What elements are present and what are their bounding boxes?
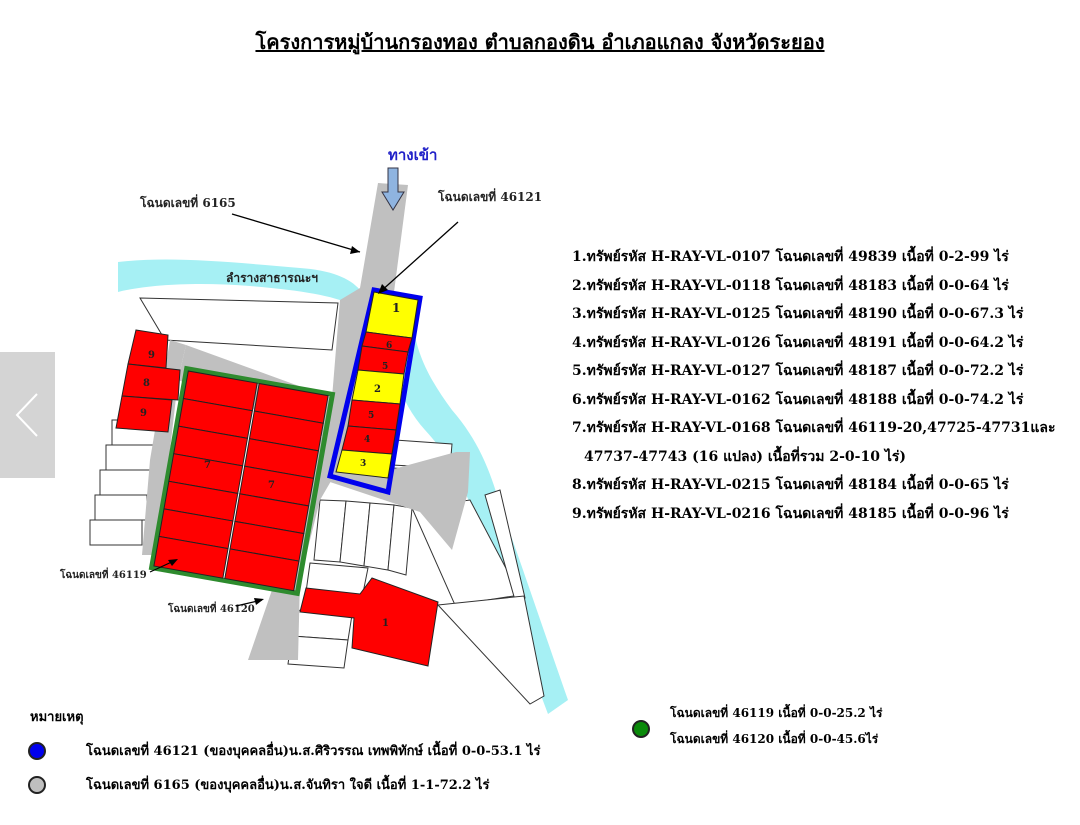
pointer-6165 — [231, 213, 361, 253]
deed-46119-label: โฉนดเลขที่ 46119 — [59, 567, 147, 581]
map-lot-45 — [299, 577, 439, 667]
deed-46120-label: โฉนดเลขที่ 46120 — [167, 601, 255, 615]
asset-item-8: 8.ทรัพย์รหัส H-RAY-VL-0215 โฉนดเลขที่ 48… — [572, 477, 1009, 493]
plot-label-1: 1 — [392, 301, 400, 315]
plot-7-block — [153, 370, 329, 592]
asset-item-5: 5.ทรัพย์รหัส H-RAY-VL-0127 โฉนดเลขที่ 48… — [572, 363, 1024, 379]
green-dot-icon — [632, 720, 650, 738]
left-red-plots — [115, 329, 181, 433]
legend-green-text-2: โฉนดเลขที่ 46120 เนื้อที่ 0-0-45.6ไร่ — [670, 732, 879, 746]
asset-item-2: 2.ทรัพย์รหัส H-RAY-VL-0118 โฉนดเลขที่ 48… — [572, 277, 1009, 294]
asset-item-7-continued: 47737-47743 (16 แปลง) เนื้อที่รวม 2-0-10… — [584, 448, 907, 465]
map-lot-4 — [94, 494, 148, 521]
plot-label-7a: 7 — [204, 460, 211, 471]
plot-label-6: 6 — [386, 341, 392, 351]
legend-gray-text: โฉนดเลขที่ 6165 (ของบุคคลอื่น)น.ส.จันทิร… — [86, 778, 490, 793]
chevron-left-icon — [15, 393, 38, 437]
blue-outline-46121 — [327, 287, 423, 496]
legend-green-text-1-row: โฉนดเลขที่ 46119 เนื้อที่ 0-0-25.2 ไร่ — [632, 704, 882, 723]
legend-green-text-1: โฉนดเลขที่ 46119 เนื้อที่ 0-0-25.2 ไร่ — [670, 706, 883, 720]
map-lot-38 — [365, 291, 419, 339]
plot-label-9b: 9 — [140, 408, 147, 419]
legend-title: หมายเหตุ — [30, 710, 84, 725]
map-lot-44 — [335, 449, 393, 479]
asset-item-9: 9.ทรัพย์รหัส H-RAY-VL-0216 โฉนดเลขที่ 48… — [572, 505, 1009, 522]
asset-list: 1.ทรัพย์รหัส H-RAY-VL-0107 โฉนดเลขที่ 49… — [572, 243, 1062, 528]
plot-label-5b: 5 — [368, 411, 374, 421]
deed-46121-label: โฉนดเลขที่ 46121 — [437, 188, 542, 204]
map-lot-16 — [484, 489, 526, 601]
green-outline-46119-46120 — [148, 365, 336, 597]
plot-label-1b: 1 — [382, 618, 389, 629]
entrance-arrow-icon — [381, 167, 405, 211]
plot-label-5: 5 — [382, 362, 388, 372]
legend-green-row — [632, 720, 668, 738]
bottom-red-plot — [299, 577, 439, 667]
pointer-6165-arrowhead-icon — [350, 246, 360, 254]
pointer-46121 — [379, 221, 459, 293]
deed-6165-label: โฉนดเลขที่ 6165 — [139, 194, 236, 210]
column-plots — [335, 291, 419, 479]
legend-blue-text: โฉนดเลขที่ 46121 (ของบุคคลอื่น)น.ส.ศิริว… — [86, 744, 541, 759]
plot-label-9: 9 — [148, 350, 155, 361]
legend-blue-row: โฉนดเลขที่ 46121 (ของบุคคลอื่น)น.ส.ศิริว… — [28, 740, 540, 761]
asset-item-4: 4.ทรัพย์รหัส H-RAY-VL-0126 โฉนดเลขที่ 48… — [572, 334, 1024, 351]
plot-label-7b: 7 — [268, 480, 275, 491]
map-lot-33 — [153, 535, 229, 579]
map-lot-5 — [89, 519, 143, 546]
entrance-label: ทางเข้า — [388, 146, 437, 164]
map-lot-35 — [127, 329, 169, 369]
plot-label-8: 8 — [143, 378, 150, 389]
map-lot-34 — [224, 548, 300, 592]
map-lot-36 — [121, 363, 181, 401]
page-title: โครงการหมู่บ้านกรองทอง ตำบลกองดิน อำเภอแ… — [255, 30, 825, 54]
previous-image-button[interactable] — [0, 352, 55, 478]
map-lot-37 — [115, 395, 173, 433]
asset-item-6: 6.ทรัพย์รหัส H-RAY-VL-0162 โฉนดเลขที่ 48… — [572, 391, 1024, 408]
asset-item-7: 7.ทรัพย์รหัส H-RAY-VL-0168 โฉนดเลขที่ 46… — [572, 420, 1056, 436]
asset-item-3: 3.ทรัพย์รหัส H-RAY-VL-0125 โฉนดเลขที่ 48… — [572, 306, 1024, 322]
map-lot-0 — [139, 297, 339, 351]
pointer-46119-arrowhead-icon — [168, 559, 178, 566]
public-canal — [118, 259, 568, 714]
blue-dot-icon — [28, 741, 46, 760]
legend-gray-row: โฉนดเลขที่ 6165 (ของบุคคลอื่น)น.ส.จันทิร… — [28, 774, 489, 795]
plot-label-4: 4 — [364, 435, 370, 445]
plot-label-2: 2 — [374, 384, 381, 395]
pointer-46121-arrowhead-icon — [378, 284, 388, 294]
gray-dot-icon — [28, 775, 46, 794]
canal-label: ลำรางสาธารณะฯ — [226, 271, 318, 285]
legend-green-text-2-row: โฉนดเลขที่ 46120 เนื้อที่ 0-0-45.6ไร่ — [632, 730, 878, 749]
asset-item-1: 1.ทรัพย์รหัส H-RAY-VL-0107 โฉนดเลขที่ 49… — [572, 249, 1009, 265]
map-lot-3 — [99, 469, 153, 496]
pointer-46120-arrowhead-icon — [254, 598, 264, 605]
map-lot-17 — [436, 595, 545, 705]
plot-label-3: 3 — [360, 459, 366, 469]
